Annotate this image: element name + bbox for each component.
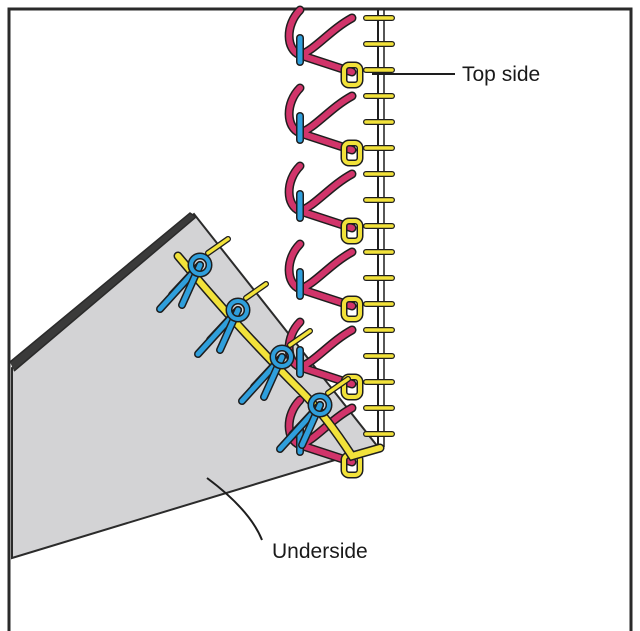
underside-label: Underside bbox=[272, 540, 368, 563]
underside-yellow-tick bbox=[244, 282, 268, 300]
top-side-label: Top side bbox=[462, 63, 540, 86]
underside-yellow-tick bbox=[206, 237, 230, 255]
upper-looper-loop bbox=[342, 219, 362, 243]
diagram-frame bbox=[7, 7, 633, 631]
underside-blue-knot bbox=[271, 346, 293, 368]
upper-looper-loop bbox=[342, 375, 362, 399]
underside-leader-line bbox=[206, 477, 263, 541]
underside-yellow-tick bbox=[326, 377, 350, 395]
underside-yellow-tick bbox=[288, 329, 312, 347]
upper-looper-loop bbox=[342, 297, 362, 321]
underside-blue-knot bbox=[189, 254, 211, 276]
underside-blue-knot bbox=[309, 394, 331, 416]
fabric-underside bbox=[9, 212, 380, 560]
upper-looper-loop bbox=[342, 63, 362, 87]
underside-yellow-thread bbox=[175, 253, 383, 460]
underside-blue-knot bbox=[227, 299, 249, 321]
underside-stitches bbox=[156, 236, 385, 462]
upper-looper-loop bbox=[342, 141, 362, 165]
